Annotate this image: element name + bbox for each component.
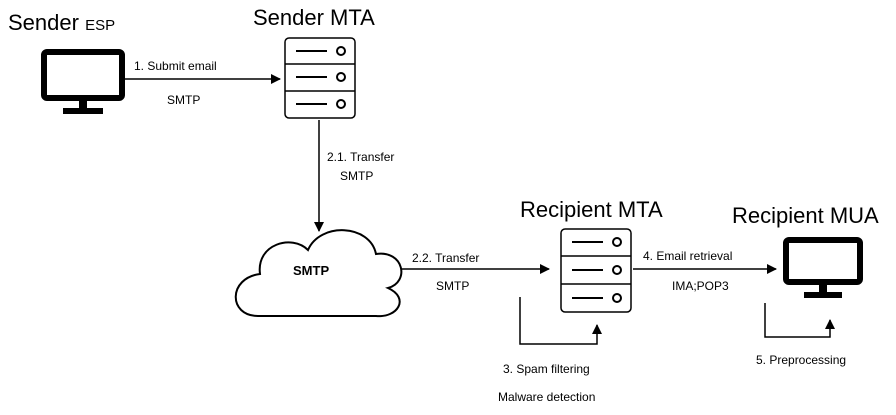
recipient-mta-server-icon — [560, 228, 632, 313]
cloud-label: SMTP — [293, 263, 330, 278]
preprocessing-label: 5. Preprocessing — [756, 353, 847, 367]
submit-label: 1. Submit email — [134, 59, 217, 73]
spam-filter-loop-arrow — [519, 297, 602, 345]
sender-esp-title-suffix: ESP — [85, 17, 116, 34]
sender-esp-title: Sender ESP — [8, 11, 115, 38]
transfer-1-label: 2.1. Transfer — [327, 150, 395, 164]
recipient-mta-title: Recipient MTA — [520, 197, 663, 222]
internet-cloud-shape — [234, 229, 403, 318]
malware-detection-label: Malware detection — [498, 390, 596, 404]
sender-esp-monitor-icon — [41, 49, 125, 114]
sender-esp-title-main: Sender — [8, 10, 79, 35]
submit-protocol: SMTP — [167, 93, 201, 107]
spam-filter-label: 3. Spam filtering — [503, 362, 590, 376]
recipient-mua-monitor-icon — [783, 237, 863, 298]
sender-mta-server-icon — [284, 37, 356, 119]
recipient-mua-title: Recipient MUA — [732, 203, 879, 228]
retrieval-protocol: IMA;POP3 — [672, 279, 729, 293]
transfer-2-protocol: SMTP — [436, 279, 470, 293]
transfer-1-protocol: SMTP — [340, 169, 374, 183]
preprocessing-loop-arrow — [764, 303, 835, 338]
retrieval-label: 4. Email retrieval — [643, 249, 733, 263]
transfer-2-label: 2.2. Transfer — [412, 251, 480, 265]
sender-mta-title: Sender MTA — [253, 5, 375, 30]
